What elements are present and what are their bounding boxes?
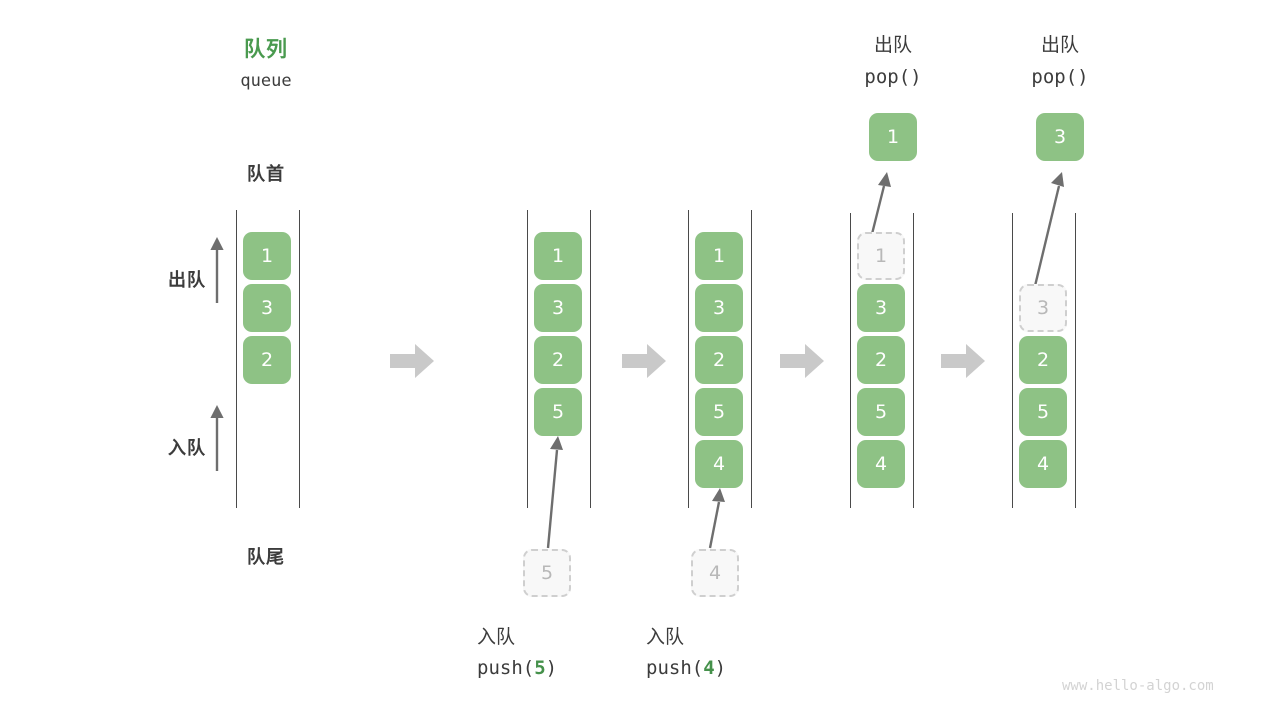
queue-title-en: queue bbox=[240, 71, 292, 91]
queue-rail-right-4 bbox=[913, 213, 914, 508]
queue-title-cn: 队列 bbox=[244, 37, 288, 61]
dequeue-direction-label: 出队 bbox=[168, 270, 206, 291]
pop-1-op-code: pop() bbox=[823, 66, 963, 88]
queue-cell: 3 bbox=[243, 284, 291, 332]
queue-cell: 1 bbox=[534, 232, 582, 280]
queue-cell: 3 bbox=[695, 284, 743, 332]
queue-rail-right-1 bbox=[299, 210, 300, 508]
queue-rail-left-2 bbox=[527, 210, 528, 508]
incoming-ghost-cell: 5 bbox=[523, 549, 571, 597]
queue-cell: 3 bbox=[857, 284, 905, 332]
queue-cell: 2 bbox=[857, 336, 905, 384]
popped-cell: 3 bbox=[1036, 113, 1084, 161]
queue-rail-left-1 bbox=[236, 210, 237, 508]
push-4-op-label-cn: 入队 bbox=[646, 626, 685, 648]
queue-cell: 2 bbox=[695, 336, 743, 384]
pop-3-op-label-cn: 出队 bbox=[1040, 34, 1079, 56]
popped-cell: 1 bbox=[869, 113, 917, 161]
queue-cell: 5 bbox=[1019, 388, 1067, 436]
queue-rail-left-5 bbox=[1012, 213, 1013, 508]
queue-rail-right-2 bbox=[590, 210, 591, 508]
queue-cell: 1 bbox=[243, 232, 291, 280]
queue-cell: 1 bbox=[695, 232, 743, 280]
push-5-op-label-cn: 入队 bbox=[477, 626, 516, 648]
queue-cell: 4 bbox=[695, 440, 743, 488]
incoming-ghost-cell: 4 bbox=[691, 549, 739, 597]
push-4-code-suffix: ) bbox=[714, 657, 727, 679]
push-5-op-code: push(5) bbox=[477, 657, 657, 679]
queue-rail-left-4 bbox=[850, 213, 851, 508]
step-arrow-2-icon bbox=[622, 344, 666, 378]
queue-head-label: 队首 bbox=[247, 164, 285, 185]
queue-tail-label: 队尾 bbox=[247, 547, 285, 568]
push-arrow-5-icon bbox=[530, 432, 590, 550]
step-arrow-1-icon bbox=[390, 344, 434, 378]
queue-cell: 4 bbox=[1019, 440, 1067, 488]
push-4-op-code: push(4) bbox=[646, 657, 826, 679]
step-arrow-3-icon bbox=[780, 344, 824, 378]
queue-cell: 5 bbox=[857, 388, 905, 436]
queue-cell-ghost: 3 bbox=[1019, 284, 1067, 332]
pop-arrow-1-icon bbox=[858, 166, 918, 236]
queue-cell: 4 bbox=[857, 440, 905, 488]
push-4-code-arg: 4 bbox=[703, 657, 715, 679]
queue-rail-right-3 bbox=[751, 210, 752, 508]
enqueue-direction-arrow-icon bbox=[207, 403, 227, 471]
pop-3-code-suffix: ) bbox=[1077, 66, 1089, 88]
queue-cell: 2 bbox=[1019, 336, 1067, 384]
queue-rail-right-5 bbox=[1075, 213, 1076, 508]
step-arrow-4-icon bbox=[941, 344, 985, 378]
watermark: www.hello-algo.com bbox=[1062, 678, 1214, 694]
queue-cell: 2 bbox=[534, 336, 582, 384]
queue-cell-ghost: 1 bbox=[857, 232, 905, 280]
pop-3-op-code: pop() bbox=[990, 66, 1130, 88]
queue-cell: 3 bbox=[534, 284, 582, 332]
enqueue-direction-label: 入队 bbox=[168, 438, 206, 459]
queue-cell: 5 bbox=[695, 388, 743, 436]
push-arrow-4-icon bbox=[698, 484, 758, 550]
dequeue-direction-arrow-icon bbox=[207, 235, 227, 303]
pop-arrow-3-icon bbox=[1022, 166, 1092, 288]
queue-cell: 2 bbox=[243, 336, 291, 384]
push-5-code-prefix: push( bbox=[477, 657, 535, 679]
queue-rail-left-3 bbox=[688, 210, 689, 508]
pop-1-code-suffix: ) bbox=[910, 66, 922, 88]
push-5-code-arg: 5 bbox=[534, 657, 546, 679]
pop-3-code-prefix: pop( bbox=[1031, 66, 1078, 88]
push-5-code-suffix: ) bbox=[545, 657, 558, 679]
pop-1-op-label-cn: 出队 bbox=[873, 34, 912, 56]
push-4-code-prefix: push( bbox=[646, 657, 704, 679]
queue-cell: 5 bbox=[534, 388, 582, 436]
pop-1-code-prefix: pop( bbox=[864, 66, 911, 88]
